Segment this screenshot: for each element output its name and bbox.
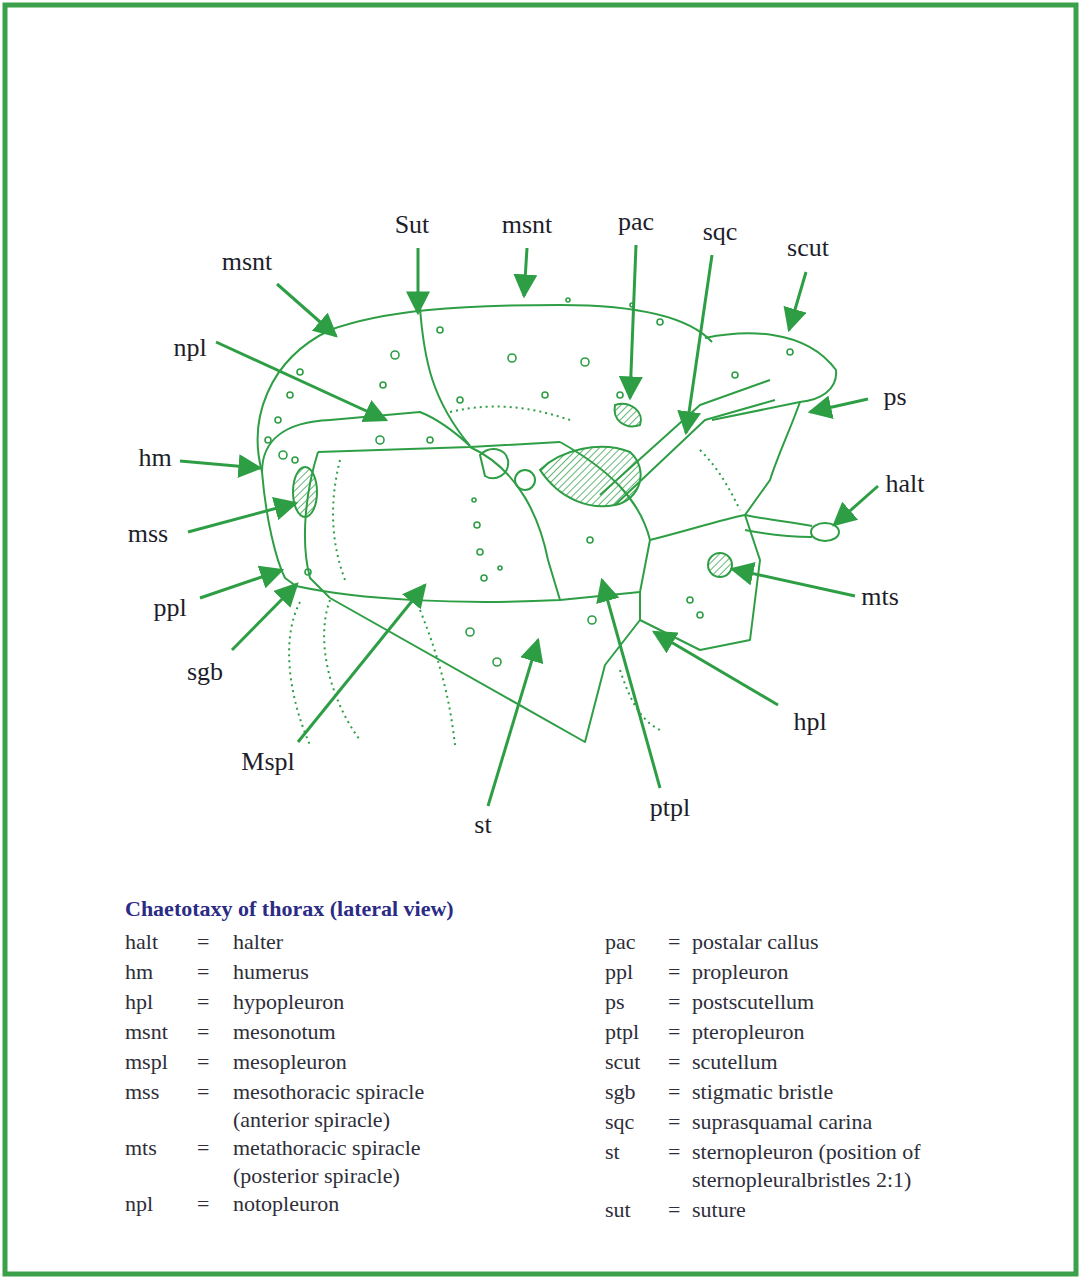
glossary-equals: =	[668, 1138, 680, 1166]
glossary-equals: =	[197, 958, 209, 986]
glossary-definition: pteropleuron	[692, 1018, 1022, 1046]
glossary-definition: postalar callus	[692, 928, 1022, 956]
glossary-abbreviation: sgb	[605, 1078, 636, 1106]
glossary-equals: =	[668, 1018, 680, 1046]
glossary-definition: suprasquamal carina	[692, 1108, 1022, 1136]
glossary-definition: scutellum	[692, 1048, 1022, 1076]
glossary-definition: mesothoracic spiracle (anterior spiracle…	[233, 1078, 503, 1134]
glossary-definition: mesopleuron	[233, 1048, 503, 1076]
glossary-equals: =	[668, 988, 680, 1016]
part-label: ptpl	[650, 792, 690, 823]
glossary-definition: metathoracic spiracle (posterior spiracl…	[233, 1134, 503, 1190]
glossary-abbreviation: mspl	[125, 1048, 168, 1076]
glossary-equals: =	[668, 1108, 680, 1136]
glossary-abbreviation: ps	[605, 988, 625, 1016]
glossary-definition: halter	[233, 928, 503, 956]
glossary-definition: humerus	[233, 958, 503, 986]
part-label: ppl	[153, 592, 186, 623]
glossary-equals: =	[197, 1018, 209, 1046]
glossary-equals: =	[197, 1134, 209, 1162]
glossary-abbreviation: st	[605, 1138, 620, 1166]
glossary-definition: postscutellum	[692, 988, 1022, 1016]
glossary-abbreviation: hpl	[125, 988, 153, 1016]
glossary-equals: =	[668, 1078, 680, 1106]
glossary-equals: =	[197, 1078, 209, 1106]
glossary-definition: mesonotum	[233, 1018, 503, 1046]
part-label: msnt	[222, 246, 273, 277]
glossary-abbreviation: hm	[125, 958, 153, 986]
thorax-outline	[258, 305, 839, 745]
frame	[5, 5, 1076, 1274]
glossary-equals: =	[668, 1048, 680, 1076]
glossary-equals: =	[197, 1048, 209, 1076]
glossary-equals: =	[197, 1190, 209, 1218]
part-label: halt	[886, 468, 925, 499]
part-label: mts	[861, 581, 899, 612]
part-label: sqc	[703, 216, 738, 247]
part-label: npl	[173, 332, 206, 363]
glossary-abbreviation: mts	[125, 1134, 157, 1162]
part-label: Mspl	[241, 746, 294, 777]
leader-arrows	[180, 245, 878, 806]
spiracles	[293, 404, 732, 577]
glossary-abbreviation: scut	[605, 1048, 640, 1076]
glossary-abbreviation: sut	[605, 1196, 631, 1224]
glossary-abbreviation: ptpl	[605, 1018, 639, 1046]
glossary-abbreviation: mss	[125, 1078, 159, 1106]
part-label: msnt	[502, 209, 553, 240]
glossary-equals: =	[197, 928, 209, 956]
glossary-definition: notopleuron	[233, 1190, 503, 1218]
glossary-definition: sternopleuron (position of sternopleural…	[692, 1138, 1022, 1194]
part-label: ps	[883, 381, 906, 412]
glossary-abbreviation: pac	[605, 928, 636, 956]
part-label: pac	[618, 206, 654, 237]
glossary-definition: hypopleuron	[233, 988, 503, 1016]
glossary-abbreviation: msnt	[125, 1018, 168, 1046]
glossary-abbreviation: npl	[125, 1190, 153, 1218]
glossary-definition: suture	[692, 1196, 1022, 1224]
glossary-equals: =	[668, 1196, 680, 1224]
part-label: sgb	[187, 656, 223, 687]
part-label: hpl	[793, 706, 826, 737]
bristle-sockets	[265, 298, 793, 666]
part-label: st	[474, 809, 491, 840]
glossary-abbreviation: halt	[125, 928, 158, 956]
glossary-equals: =	[668, 958, 680, 986]
part-label: scut	[787, 232, 829, 263]
glossary-definition: stigmatic bristle	[692, 1078, 1022, 1106]
glossary-abbreviation: ppl	[605, 958, 633, 986]
part-label: Sut	[395, 209, 430, 240]
glossary-equals: =	[668, 928, 680, 956]
part-label: mss	[128, 518, 168, 549]
glossary-equals: =	[197, 988, 209, 1016]
glossary-abbreviation: sqc	[605, 1108, 634, 1136]
glossary-definition: propleuron	[692, 958, 1022, 986]
part-label: hm	[138, 442, 171, 473]
glossary-title: Chaetotaxy of thorax (lateral view)	[125, 896, 454, 922]
